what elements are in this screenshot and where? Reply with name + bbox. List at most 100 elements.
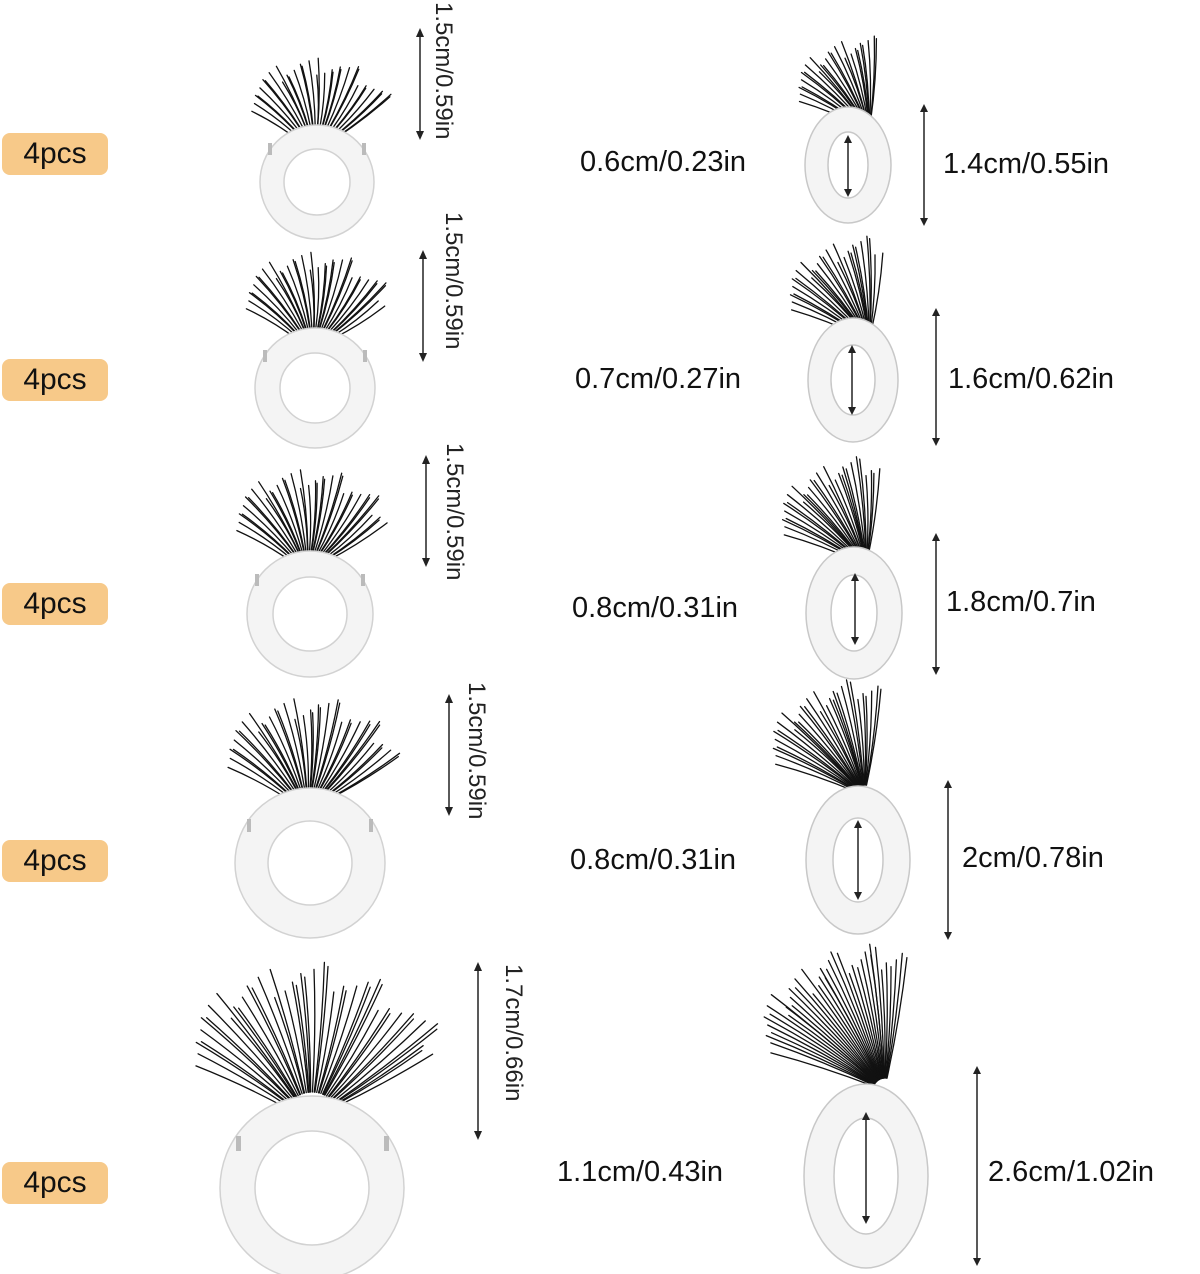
lash-strand [869,35,876,121]
lash-ring-side-view [772,679,911,935]
lash-ring-side-view [798,35,892,224]
lash-strand [321,721,361,791]
lash-strand [825,705,862,787]
product-row-2: 4pcs 1.5cm/0.59in 0.7cm/0.27in 1.6cm/0.6… [0,212,1200,455]
lash-strands [772,679,882,793]
lash-strand [195,1041,290,1106]
lash-strand [788,1014,877,1084]
lash-strand [255,275,302,334]
lash-strand [310,480,317,551]
lash-ring-front-view [236,469,388,678]
lash-strand [265,498,300,554]
lash-strand [325,1009,379,1097]
lash-strand [851,964,883,1080]
lash-height-label: 1.5cm/0.59in [440,212,467,350]
lash-strand [248,300,298,338]
lash-strand [334,1045,424,1106]
lash-strand [791,1005,877,1083]
lash-strand [257,976,303,1095]
lash-strand [836,952,882,1080]
lash-strand [238,513,294,559]
lash-strand [230,1017,296,1099]
lash-strand [840,685,864,786]
lash-strand [300,972,311,1093]
lash-strand [314,475,334,552]
outer-diameter-arrow [973,1066,981,1266]
lash-strand [321,981,369,1095]
lash-strand [319,719,352,790]
lash-strand [866,235,871,331]
lash-strand [302,715,310,788]
inner-diameter-arrow [848,345,856,415]
lash-strand [200,1041,290,1105]
lash-strand [316,991,335,1094]
lash-strand [327,1013,391,1099]
lash-strand [311,707,322,788]
lash-height-arrow [474,962,482,1140]
lash-strand [319,722,352,790]
lash-strand [313,702,330,789]
lash-strand [324,277,353,332]
lash-strand [322,720,371,792]
lash-strand [770,1042,875,1087]
lash-strand [327,743,384,796]
lash-strand [319,491,353,554]
lash-strand [309,269,315,329]
lash-strands [195,961,439,1109]
quantity-badge: 4pcs [2,840,108,882]
lash-strand [330,1013,415,1101]
lash-strand [233,739,294,796]
outer-diameter-label: 1.8cm/0.7in [946,586,1096,618]
lash-strand [884,965,892,1079]
lash-strand [269,490,301,553]
lash-strand [233,1006,297,1098]
lash-height-label: 1.5cm/0.59in [430,2,457,140]
lash-strand [274,996,305,1094]
lash-strand [794,978,879,1082]
lash-strand [323,724,371,792]
outer-diameter-arrow [932,533,940,675]
lash-strand [197,1053,289,1107]
lash-ring-side-view [763,943,929,1269]
lash-height-arrow [416,28,424,140]
lash-strand [333,1023,439,1104]
lash-strand [866,469,873,556]
lash-strand [859,42,870,121]
lash-strand [313,961,326,1093]
inner-diameter-arrow [851,573,859,645]
lash-strand [860,959,884,1079]
lash-strand [276,484,303,553]
lash-strand [314,965,329,1093]
lash-strand [880,969,886,1079]
lash-strand [865,475,869,556]
lash-strand [284,990,307,1094]
lash-strand [235,730,295,794]
lash-strand [327,1008,390,1098]
lash-strand [200,1029,291,1104]
lash-strand [819,711,861,787]
lash-strand [793,721,859,789]
inner-diameter-label: 1.1cm/0.43in [557,1156,724,1188]
lash-strand [311,968,316,1093]
lash-strand [261,268,304,333]
lash-strand [269,968,306,1094]
lash-strand [870,252,884,331]
lash-strands [763,943,908,1087]
lash-strand [769,1013,876,1085]
lash-strand [827,959,881,1080]
lash-strand [312,475,324,551]
lash-strand [765,1034,875,1086]
lash-strand [864,690,873,786]
lash-height-label: 1.5cm/0.59in [463,682,490,820]
lash-strand [241,996,299,1097]
lash-strand [291,981,309,1093]
lash-strand [320,985,358,1095]
lash-strand [332,1020,426,1103]
lash-strand [327,279,370,334]
lash-strand [309,712,314,788]
lash-strand [772,747,857,792]
lash-strand [801,968,879,1081]
lash-strand [315,702,341,789]
lash-strand [316,74,320,133]
lash-strand [867,39,872,121]
